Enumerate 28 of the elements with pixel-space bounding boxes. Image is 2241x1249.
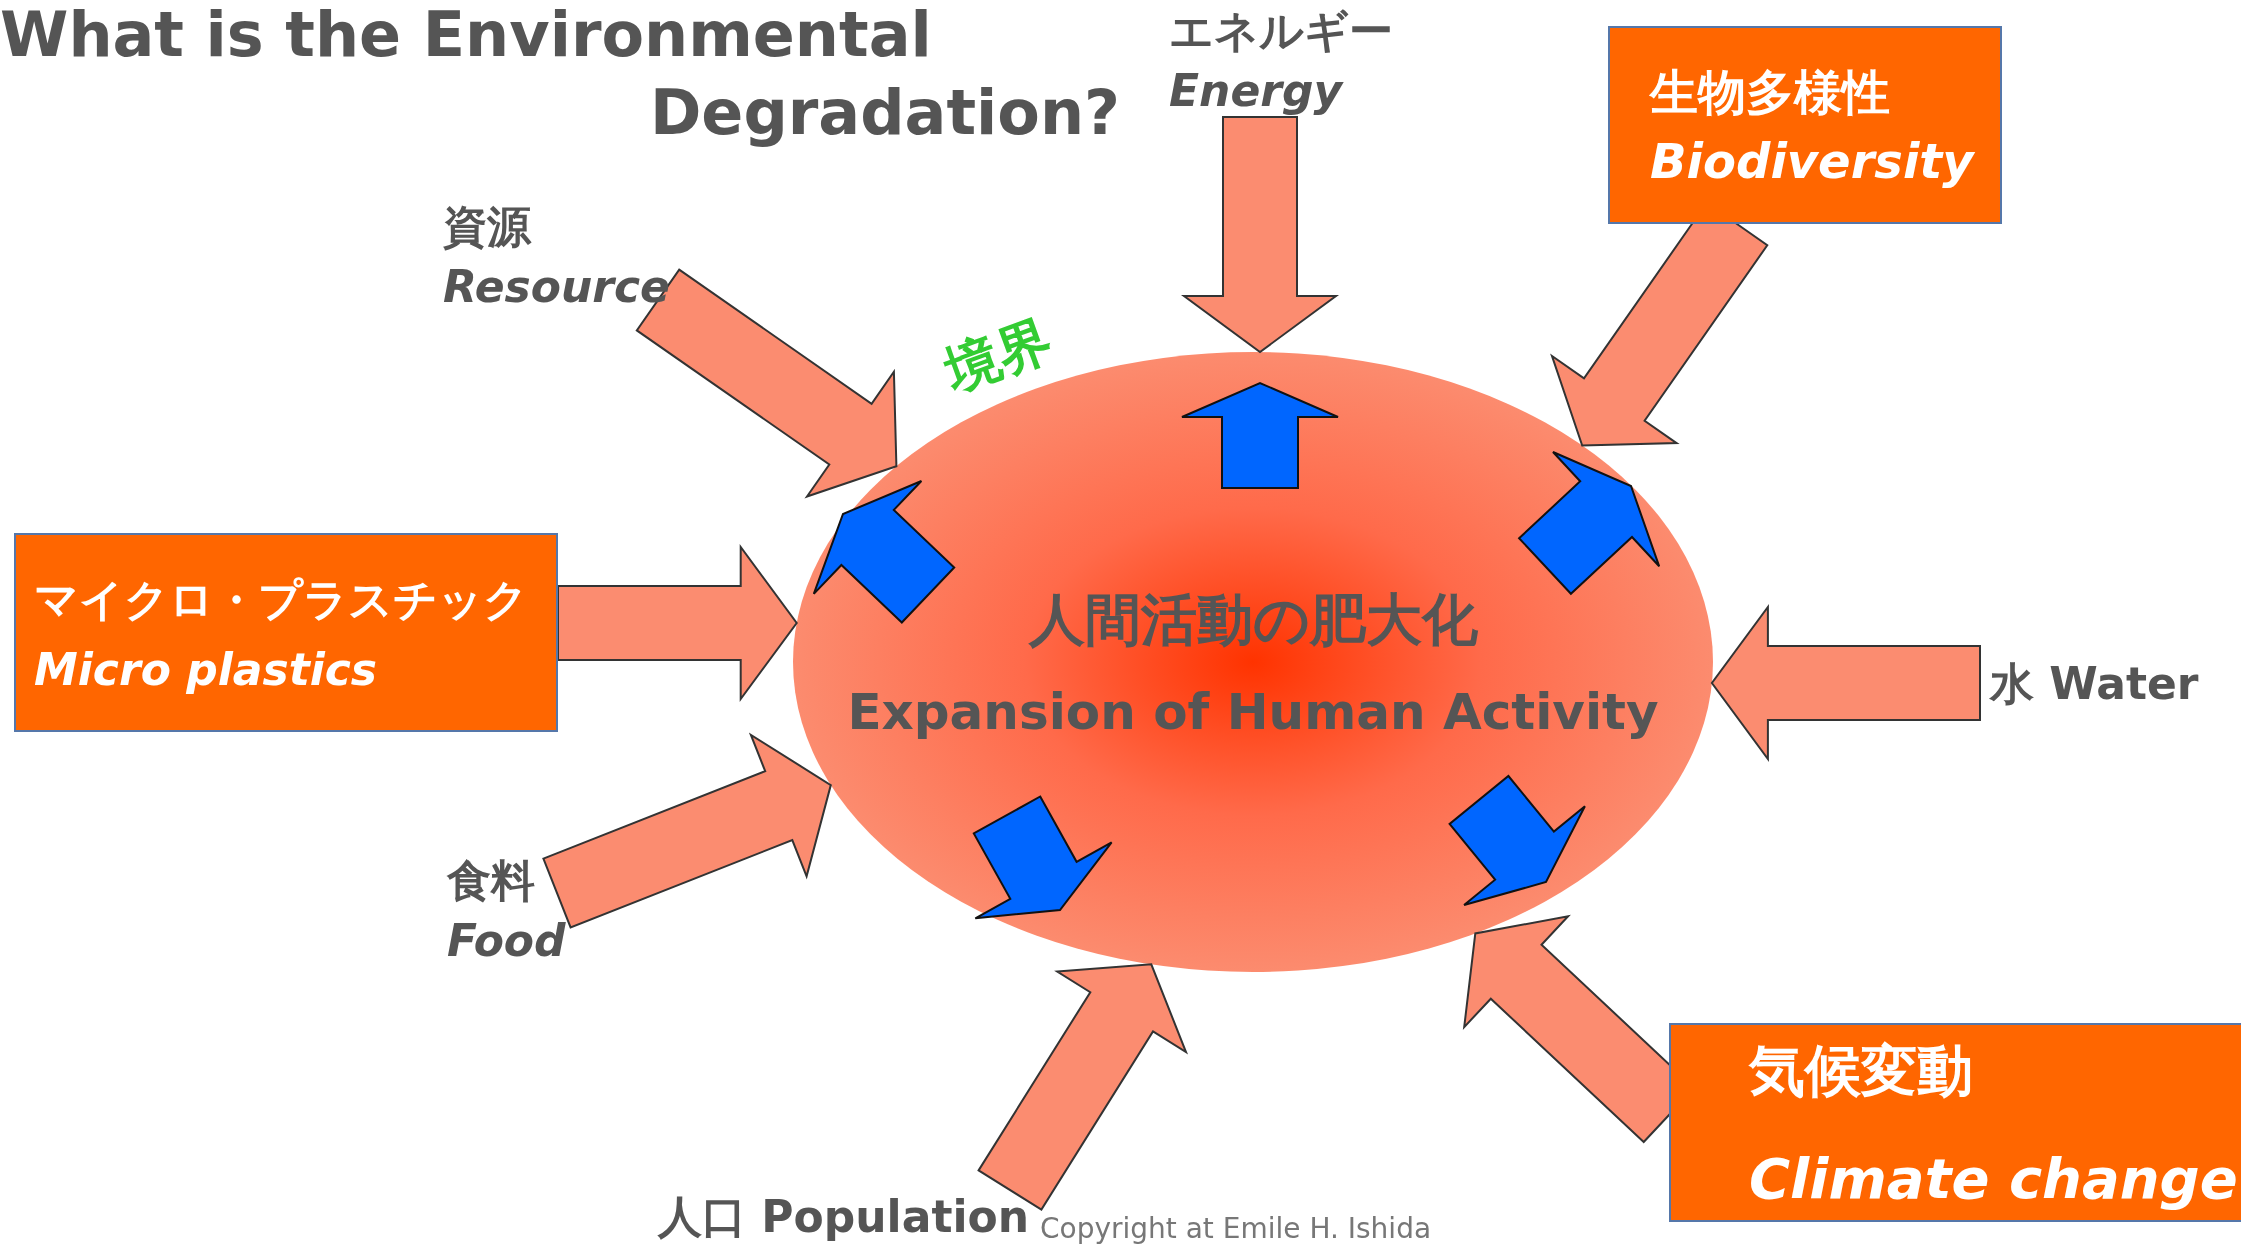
block-arrow (635, 268, 898, 499)
panel-text: 生物多様性 (1650, 63, 1891, 122)
node-label: Resource (443, 261, 670, 312)
node-label: 資源 (443, 200, 531, 254)
panel-text: Micro plastics (34, 643, 379, 695)
panel-text: 気候変動 (1749, 1037, 1974, 1105)
center-label: 人間活動の肥大化 (1028, 586, 1478, 654)
block-arrow (1710, 603, 1981, 763)
panel-text: Climate change (1749, 1146, 2239, 1211)
node-label: Energy (1169, 65, 1343, 116)
node-label: 人口 Population (658, 1190, 1030, 1244)
block-arrow (1180, 116, 1340, 354)
node-label: 食料 (447, 854, 535, 908)
panel-text: マイクロ・プラスチック (34, 572, 529, 627)
block-arrow (977, 963, 1189, 1211)
label-panel (1608, 26, 2002, 224)
label-panel (1669, 1023, 2241, 1222)
title: What is the Environmental Degradation? (0, 0, 1120, 151)
node-label: エネルギー (1169, 4, 1393, 58)
node-label: 水 Water (1990, 657, 2199, 711)
copyright-note: Copyright at Emile H. Ishida (1040, 1212, 1432, 1245)
panel-text: Biodiversity (1650, 133, 1976, 189)
center-label: Expansion of Human Activity (847, 683, 1659, 741)
block-arrow (557, 543, 798, 703)
node-label: Food (447, 915, 566, 966)
label-panel (14, 533, 558, 732)
block-arrow (542, 732, 832, 929)
boundary-label: 境界 (936, 306, 1062, 406)
